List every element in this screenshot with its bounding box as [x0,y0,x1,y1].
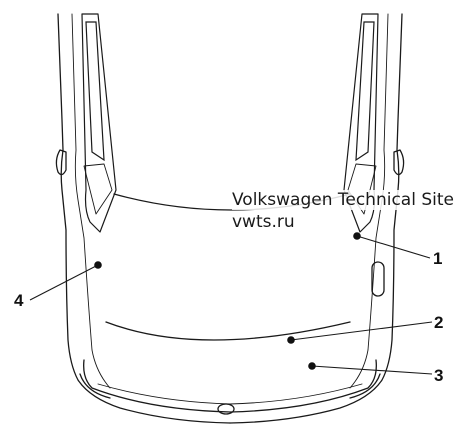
right-door-glass [355,21,375,162]
watermark-title: Volkswagen Technical Site [232,190,454,210]
left-body-inner-line [71,13,111,389]
right-mirror [393,149,405,176]
left-mirror [55,149,67,176]
right-body-outline [229,13,403,424]
front-bumper [83,359,377,413]
watermark-url: vwts.ru [232,212,295,232]
callout-4-label: 4 [14,291,24,310]
callout-3-dot [308,362,316,370]
callout-4-dot [94,261,102,269]
left-fog-light [79,373,111,399]
callout-3-label: 3 [434,366,443,385]
callout-1-dot [353,232,361,240]
callout-4-leader [29,264,99,301]
left-door-glass [85,21,105,162]
right-side-indicator [371,261,385,297]
callout-3-leader [311,365,433,375]
bonnet-front-edge [105,321,351,341]
front-emblem [217,403,235,415]
right-fog-light [349,373,381,399]
left-door-glass-lower [83,163,113,215]
callout-1-leader [356,235,431,259]
right-body-inner-line [349,13,389,389]
left-body-outline [57,13,231,424]
callout-2-dot [287,336,295,344]
callout-2-leader [290,321,433,341]
callout-1-label: 1 [433,249,442,268]
callout-2-label: 2 [434,313,443,332]
